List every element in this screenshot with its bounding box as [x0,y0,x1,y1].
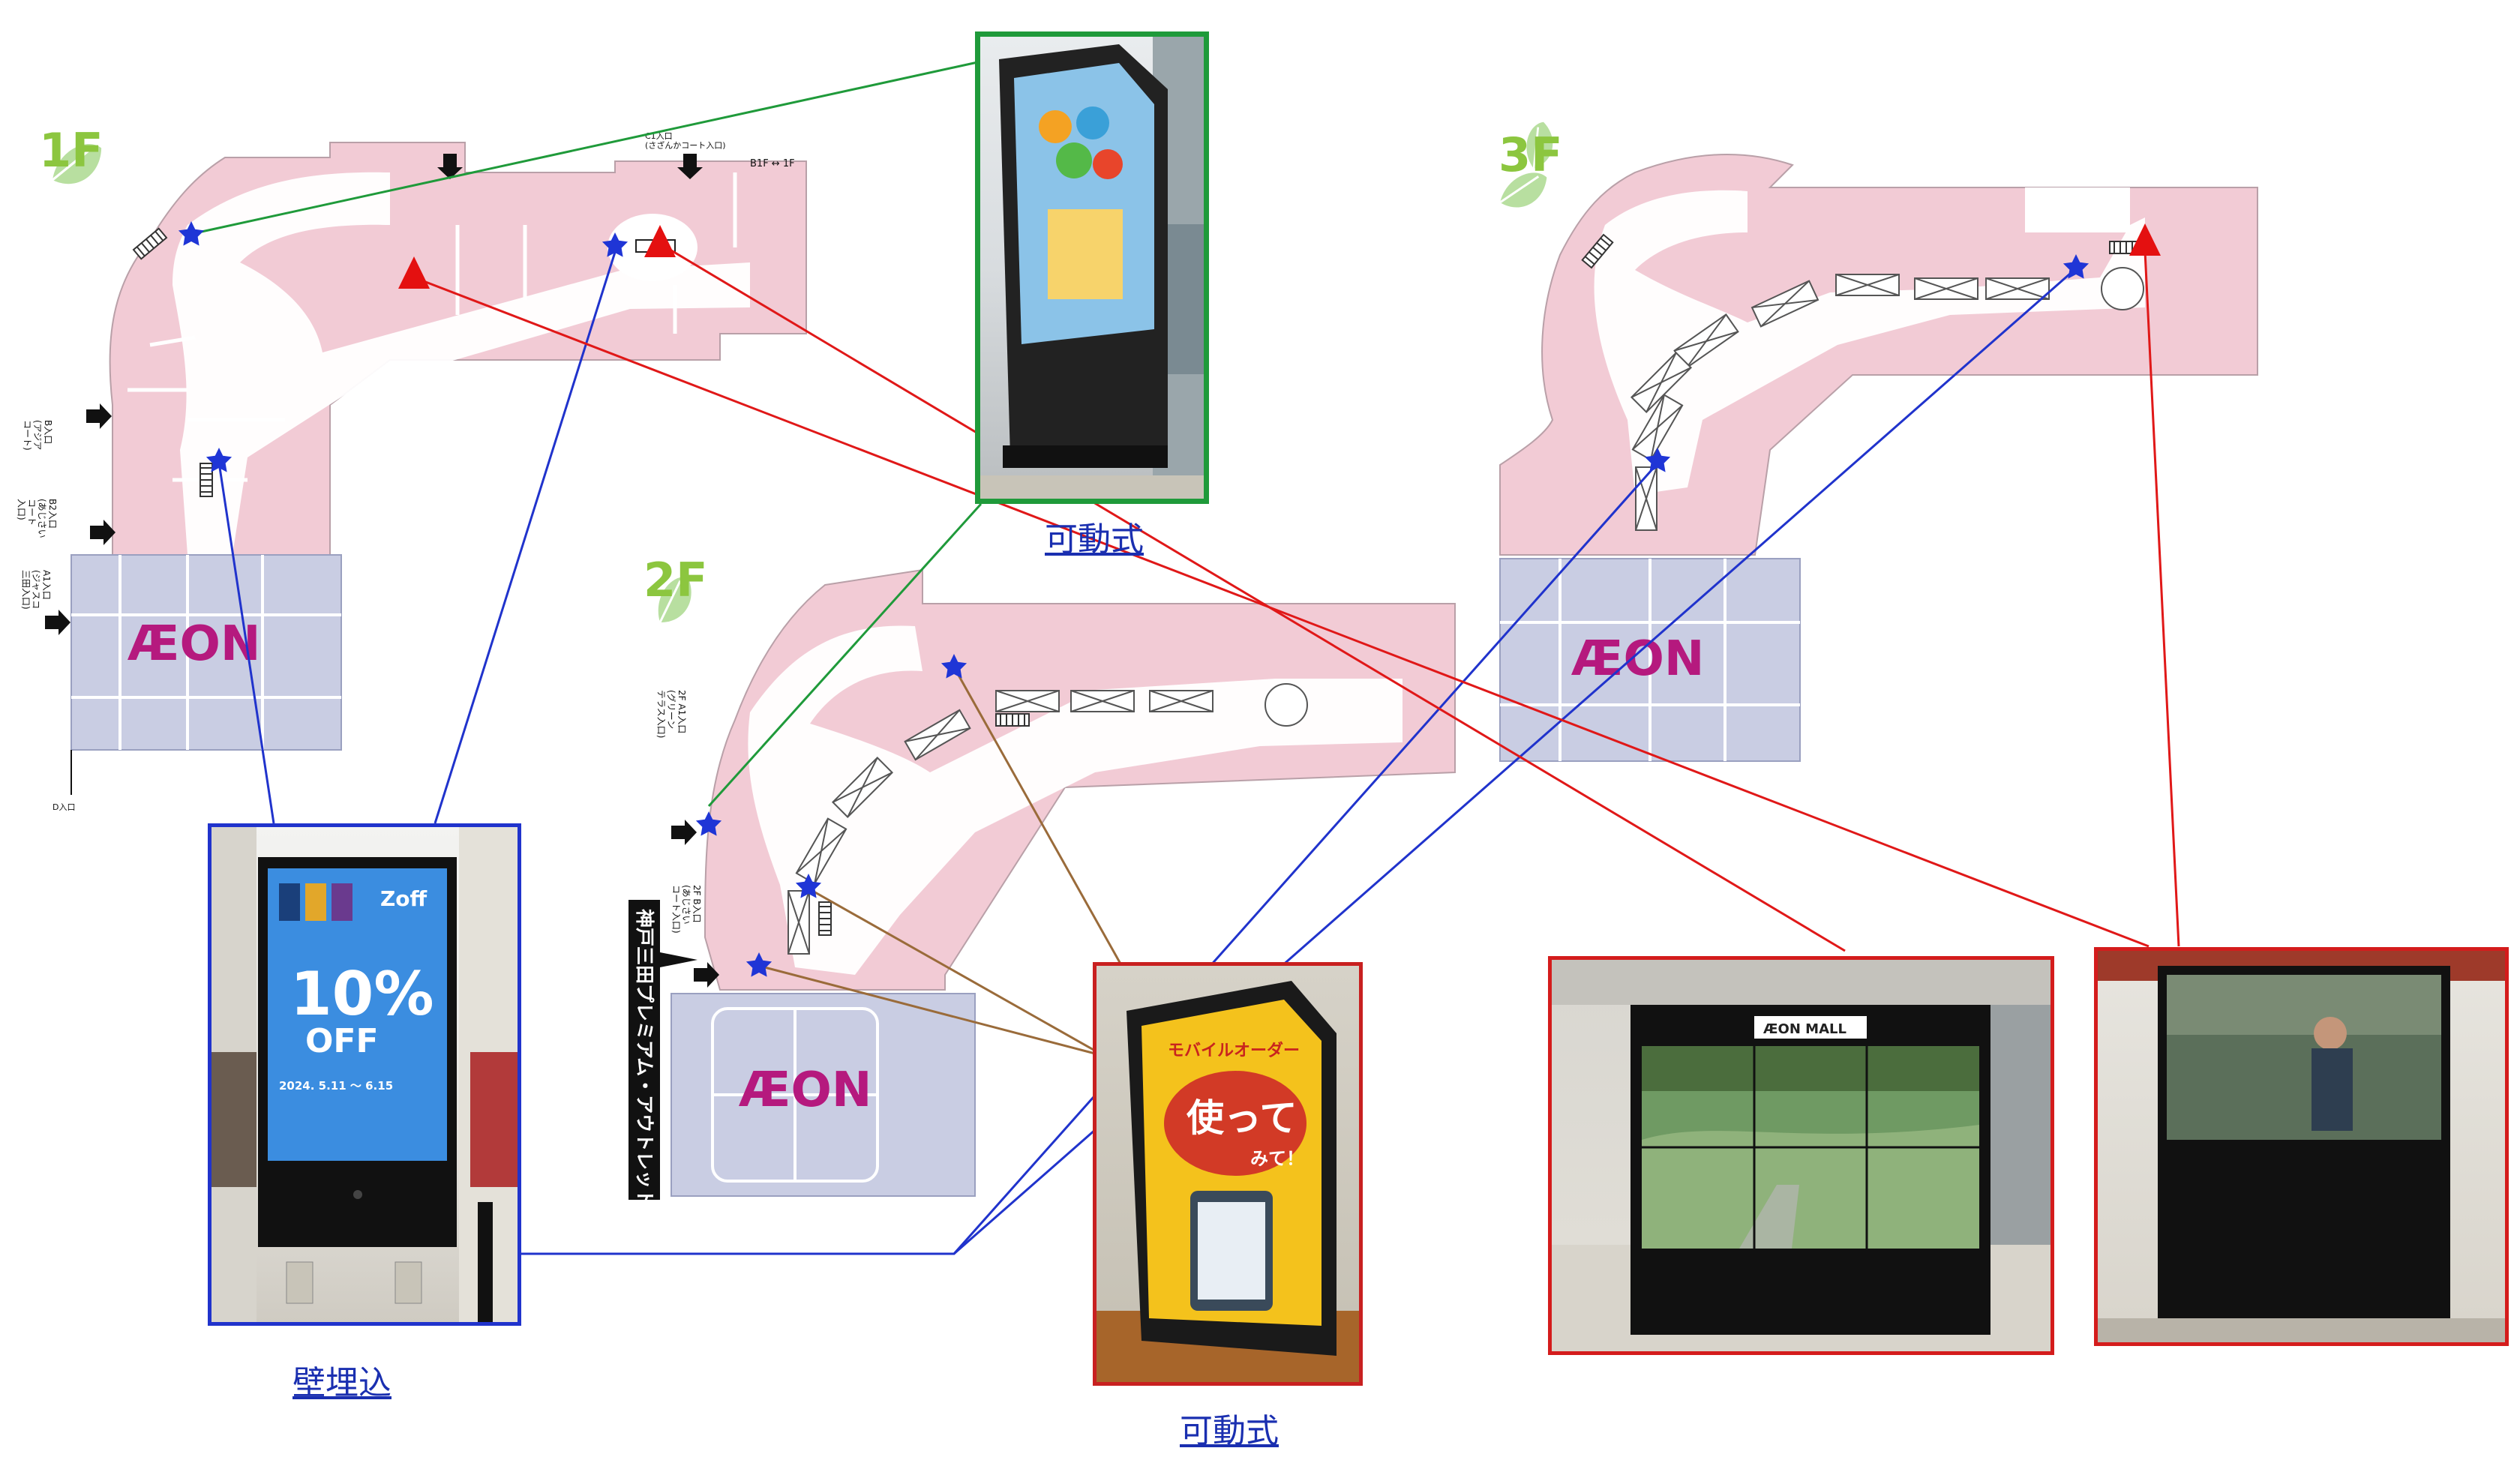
connector-lines [190,60,2180,1255]
star-marker-icon [2062,254,2090,279]
photo-mobile-kiosk-bottom-art: モバイルオーダー 使って みて！ [1096,981,1359,1382]
signage-percent: 10% [290,959,434,1029]
entrance-a1-label: A1入口(ジャスコ三田入口) [20,570,52,610]
floor-2-kiosks [788,683,1308,955]
star-marker-icon [795,874,822,898]
floor-3-aeon-logo: ÆON [1571,631,1704,687]
photo-video-wall: ÆON MALL [1548,956,2054,1355]
photo-single-screen [2094,947,2509,1346]
star-marker-icon [746,952,772,977]
signage-off: OFF [305,1022,379,1060]
floor-3-label: 3F [1498,127,1563,182]
floor-2-map: 2F ÆON 2F A1入口(グリーンテラス入口) 2F B入口(あ [628,553,1456,1283]
caption-mobile-bottom[interactable]: 可動式 [1180,1412,1279,1450]
floor-2-aeon-logo: ÆON [739,1063,872,1118]
entrance-b-label: B入口(アジアコート) [22,420,53,451]
signage-dates: 2024. 5.11 ～ 6.15 [279,1079,393,1093]
caption-wall-embedded[interactable]: 壁埋込 [292,1364,392,1402]
floor-1-map: 1F ÆON B1F ↔ 1F C1入口(さざんかコート入口 [16,123,807,812]
floor-2-badge: 2F [644,553,708,631]
entrance-c1-label: C1入口(さざんかコート入口) [645,131,726,151]
floor-2-aeon-grid [711,1007,879,1183]
floor-3-map: 3F ÆON [1492,118,2258,762]
floor-1-shop-dividers [128,172,737,482]
photo-mobile-kiosk-top-art [980,37,1204,499]
floor-1-aeon-logo: ÆON [128,616,260,672]
floor-2-entrances: 2F A1入口(グリーンテラス入口) 2F B入口(あじさいコート入口) 神戸三… [628,690,719,1283]
outlet-link-label: 神戸三田プレミアム・アウトレット連絡通路 [634,909,656,1283]
photo-wall-embedded: Zoff 10% OFF 2024. 5.11 ～ 6.15 [208,823,521,1326]
floor-1-badge: 1F [39,123,112,193]
floor-3-badge: 3F [1492,118,1563,215]
entrance-2f-green-label: 2F A1入口(グリーンテラス入口) [656,690,687,738]
entrance-d-label: D入口 [52,802,75,812]
triangle-marker-icon [2129,223,2161,256]
floor-3-kiosks [1581,234,2144,531]
star-marker-icon [178,221,205,246]
triangle-marker-icon [398,256,430,289]
star-marker-icon [1644,448,1671,472]
floor-1-corridor [172,172,750,555]
floor-2-label: 2F [644,553,708,607]
entrance-2f-side-label: 2F B入口(あじさいコート入口) [670,885,702,934]
signage-mite: みて！ [1250,1148,1304,1169]
video-wall-brand: ÆON MALL [1763,1021,1846,1037]
star-marker-icon [940,654,968,679]
floor-1-label: 1F [39,123,104,178]
floor-1-aeon-grid [71,555,341,750]
photo-mobile-kiosk-top [975,31,1209,504]
photo-mobile-kiosk-bottom: モバイルオーダー 使って みて！ [1093,962,1363,1386]
caption-mobile-top[interactable]: 可動式 [1045,520,1144,559]
photo-wall-embedded-art: Zoff 10% OFF 2024. 5.11 ～ 6.15 [212,827,518,1322]
entrance-b1f-label: B1F ↔ 1F [750,158,795,169]
photo-video-wall-art: ÆON MALL [1552,960,2050,1351]
floor-3-aeon-grid [1500,559,1800,761]
signage-mobile-order: モバイルオーダー [1168,1041,1300,1060]
entrance-b2-label: B2入口(あじさいコート入口) [16,499,58,538]
signage-tsukatte: 使って [1186,1096,1298,1140]
floor-2-corridor [748,625,1402,975]
photo-single-screen-art [2098,951,2505,1342]
triangle-marker-icon [644,225,676,257]
star-marker-icon [602,232,628,257]
star-marker-icon [206,448,232,472]
star-marker-icon [695,811,722,836]
signage-zoff: Zoff [380,886,428,911]
floor-1-aeon-block [70,554,342,751]
floor-1-entrances: B1F ↔ 1F C1入口(さざんかコート入口) B入口(アジアコート) B2入… [16,131,795,812]
triangle-markers [398,223,2161,289]
star-markers [178,221,2090,977]
